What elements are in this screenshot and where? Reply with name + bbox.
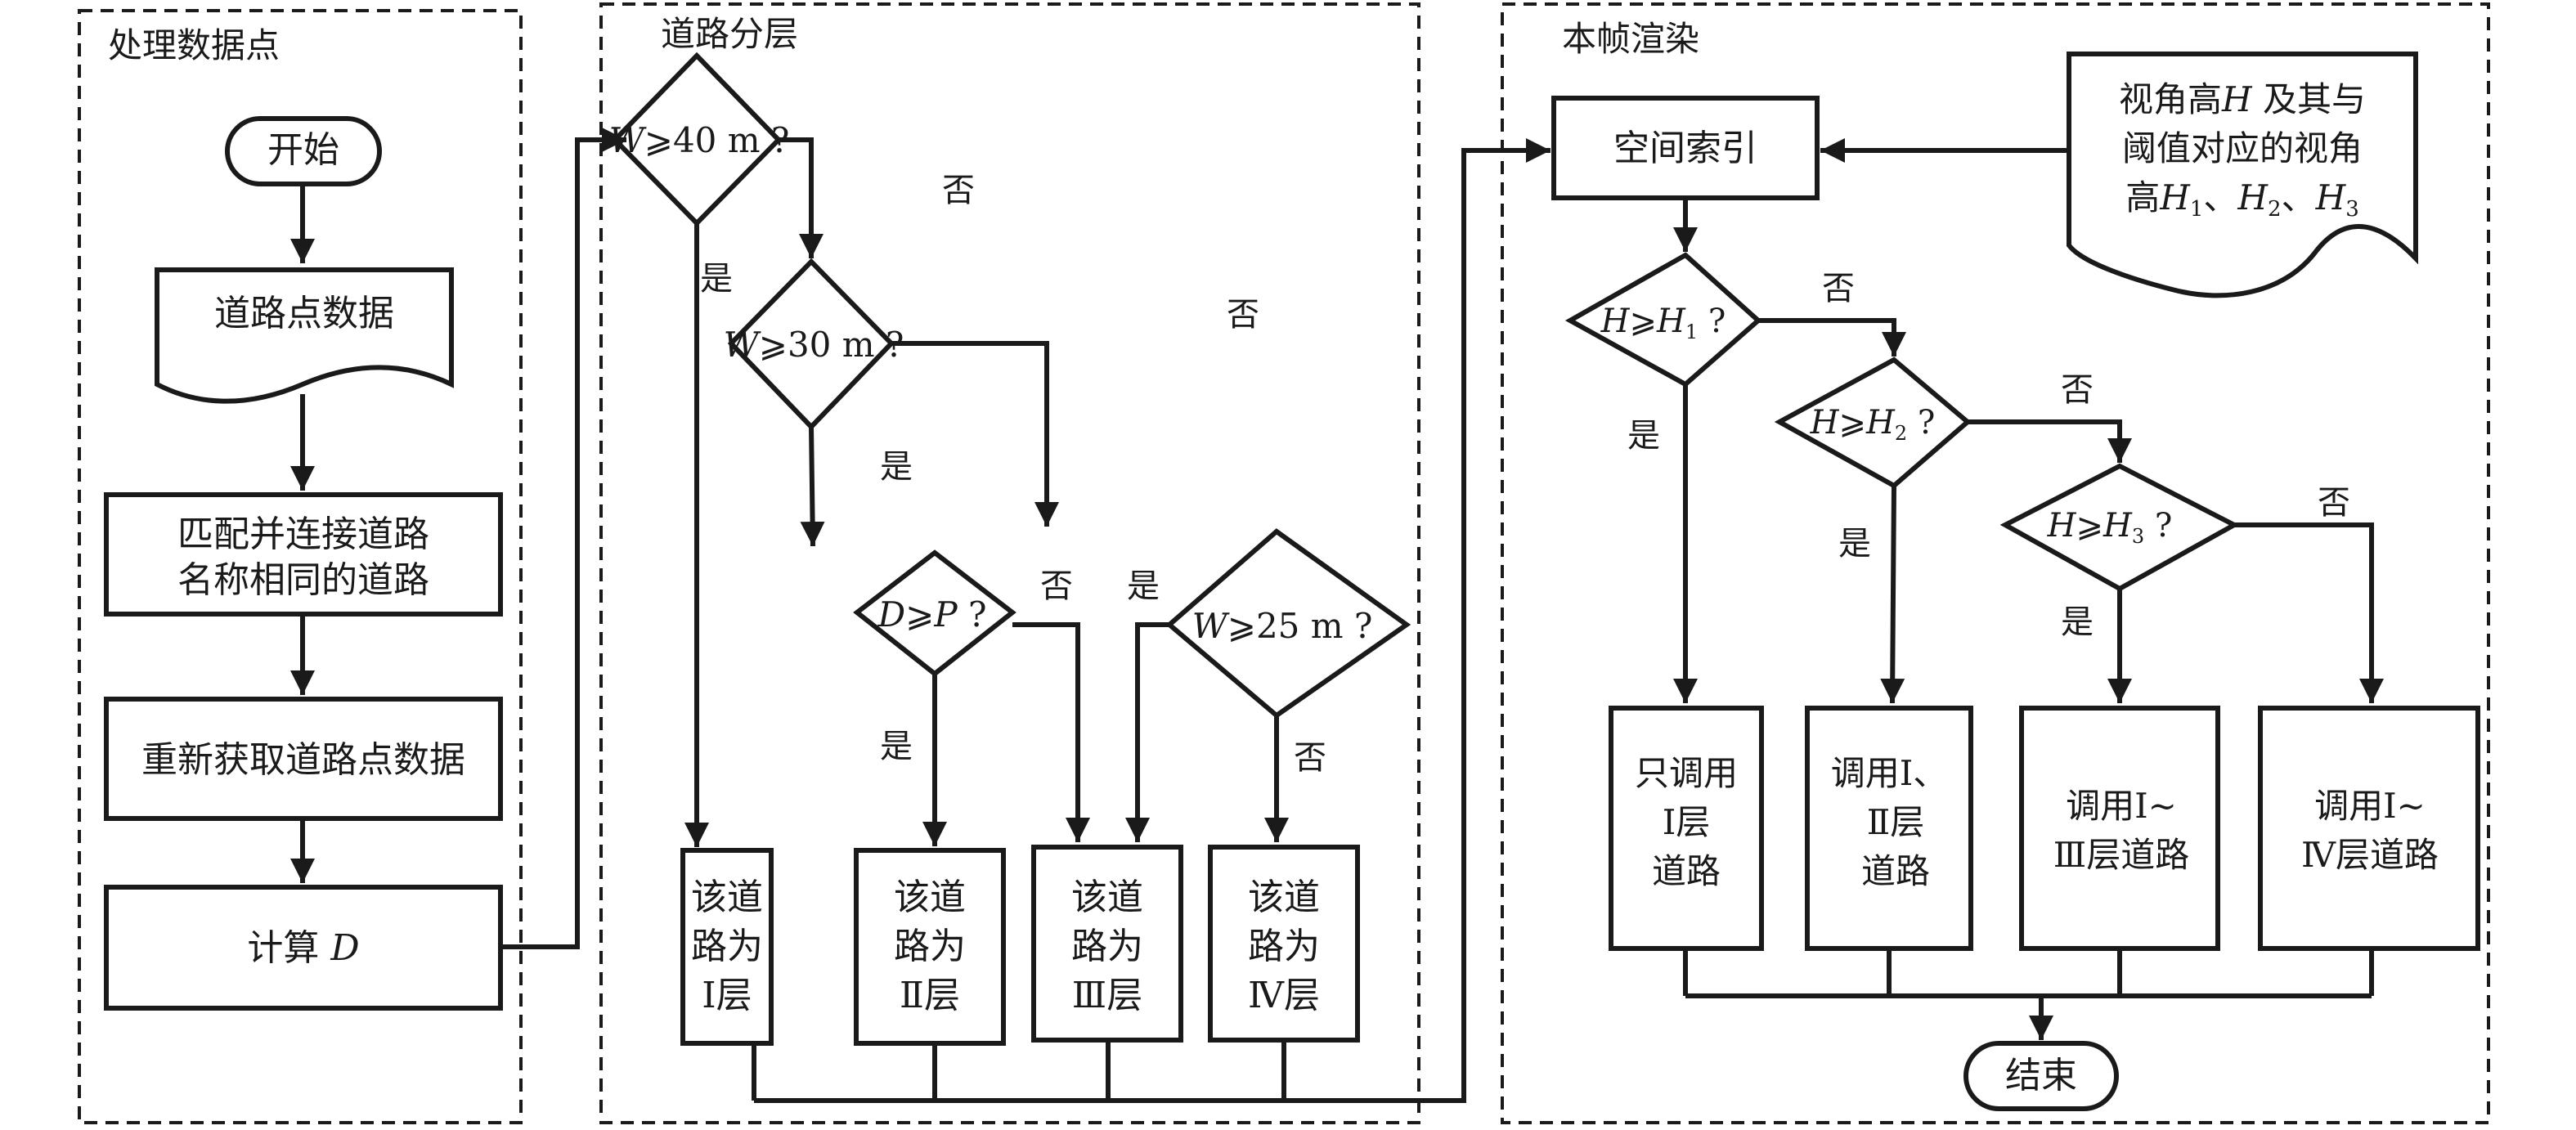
label-no: 否 [2318,484,2350,522]
section-road-layering [599,2,1420,1124]
connector-compute-to-layering [500,128,626,949]
arrow-w40-no [779,137,824,258]
result-layer-1-text: 该道 路为 Ⅰ层 [691,877,763,1016]
decision-h1-label: H⩾H1 ? [1600,303,1726,343]
match-label-line2: 名称相同的道路 [177,559,429,601]
decision-w25-label: W⩾25 m ? [1192,606,1373,646]
section-title-render: 本帧渲染 [1562,19,1699,59]
arrow-h1-no [1758,318,1906,356]
svg-text:路为: 路为 [894,926,966,967]
svg-text:该道: 该道 [1248,877,1320,918]
render-layer-1-3 [2019,706,2220,951]
match-label-line1: 匹配并连接道路 [177,513,429,555]
label-no: 否 [1227,296,1259,334]
svg-text:调用Ⅰ、: 调用Ⅰ、 [1831,753,1948,793]
section-process-data [78,9,523,1124]
svg-text:Ⅲ层: Ⅲ层 [1072,975,1142,1016]
svg-text:Ⅳ层道路: Ⅳ层道路 [2301,835,2439,875]
label-no: 否 [2061,371,2094,409]
view-height-document [2067,52,2418,298]
render-layer-1-2-text: 调用Ⅰ、 Ⅱ层 道路 [1831,753,1948,891]
reacquire-label: 重新获取道路点数据 [141,739,465,781]
section-title-process: 处理数据点 [108,25,280,65]
arrow-h3-no [2234,522,2384,703]
view-height-input-text: 视角高H 及其与 阈值对应的视角 高H1、H2、H3 [2119,79,2366,222]
svg-text:调用Ⅰ~: 调用Ⅰ~ [2066,786,2177,826]
label-yes: 是 [2061,603,2094,641]
arrow-h2-yes [1880,485,1905,704]
road-point-data-document [155,267,454,404]
svg-text:路为: 路为 [1248,926,1320,967]
svg-text:视角高H 及其与: 视角高H 及其与 [2119,79,2366,119]
spatial-index-label: 空间索引 [1613,128,1757,169]
svg-text:道路: 道路 [1652,851,1721,891]
section-title-layering: 道路分层 [661,14,798,54]
connector-layering-to-render [754,138,1551,1103]
label-yes: 是 [1838,525,1871,563]
decision-h3-label: H⩾H3 ? [2047,507,2173,548]
label-yes: 是 [880,728,913,765]
svg-text:路为: 路为 [1071,926,1143,967]
road-point-data-label: 道路点数据 [214,293,394,334]
svg-text:Ⅳ层: Ⅳ层 [1248,975,1320,1016]
arrow-h2-no [1968,419,2132,463]
svg-text:调用Ⅰ~: 调用Ⅰ~ [2314,786,2426,826]
result-layer-3-text: 该道 路为 Ⅲ层 [1071,877,1143,1016]
svg-text:Ⅰ层: Ⅰ层 [702,975,752,1016]
label-yes: 是 [880,448,913,486]
svg-text:高H1、H2、H3: 高H1、H2、H3 [2125,177,2359,222]
decision-dp-label: D⩾P ? [877,594,986,635]
svg-text:Ⅰ层: Ⅰ层 [1663,802,1711,842]
label-no: 否 [1822,270,1855,307]
label-no: 否 [1294,739,1326,777]
decision-h2-label: H⩾H2 ? [1810,404,1936,445]
svg-text:Ⅲ层道路: Ⅲ层道路 [2053,835,2190,875]
decision-w40-label: W⩾40 m ? [609,120,790,160]
arrow-w30-no [891,341,1059,527]
svg-text:只调用: 只调用 [1635,753,1738,793]
svg-text:阈值对应的视角: 阈值对应的视角 [2122,128,2363,168]
label-no: 否 [1040,567,1073,605]
svg-text:Ⅱ层: Ⅱ层 [900,975,960,1016]
label-yes: 是 [700,260,733,298]
render-layer-1-text: 只调用 Ⅰ层 道路 [1635,753,1738,891]
start-label: 开始 [267,129,339,171]
section-frame-render [1501,2,2490,1124]
render-layer-1-4-text: 调用Ⅰ~ Ⅳ层道路 [2301,786,2439,875]
arrow-w25-yes [1125,622,1169,842]
arrow-dp-no [1012,622,1090,842]
label-yes: 是 [1627,417,1660,455]
svg-text:道路: 道路 [1861,851,1930,891]
result-layer-2 [854,848,1006,1046]
svg-text:路为: 路为 [691,926,763,967]
end-terminal [1963,1041,2119,1111]
render-layer-1-4 [2258,706,2480,951]
end-label: 结束 [2005,1055,2077,1096]
label-yes: 是 [1127,567,1160,605]
decision-w30-label: W⩾30 m ? [724,325,904,365]
arrow-w30-yes [800,426,825,547]
result-layer-2-text: 该道 路为 Ⅱ层 [894,877,966,1016]
svg-text:该道: 该道 [691,877,763,918]
result-layer-4-text: 该道 路为 Ⅳ层 [1248,877,1320,1016]
render-layer-1-3-text: 调用Ⅰ~ Ⅲ层道路 [2053,786,2190,875]
result-layer-1 [680,848,774,1046]
compute-label: 计算 D [247,927,359,969]
svg-text:Ⅱ层: Ⅱ层 [1867,802,1925,842]
svg-text:该道: 该道 [1071,877,1143,918]
label-no: 否 [942,172,975,209]
svg-text:该道: 该道 [894,877,966,918]
